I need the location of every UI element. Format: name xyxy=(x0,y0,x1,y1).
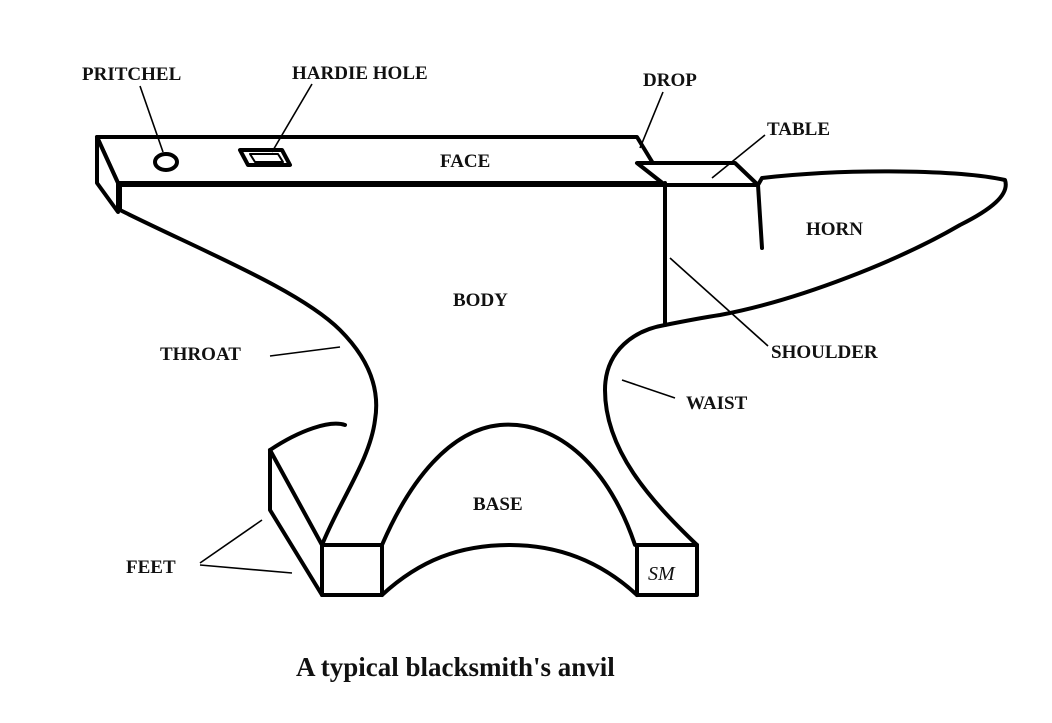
label-hardie-hole: HARDIE HOLE xyxy=(292,63,428,84)
anvil-face-front xyxy=(95,135,120,214)
label-table: TABLE xyxy=(767,119,830,140)
part-labels: PRITCHEL HARDIE HOLE DROP TABLE FACE HOR… xyxy=(82,63,878,585)
leader-lines xyxy=(139,83,769,574)
anvil-body-outline xyxy=(118,183,699,547)
label-face: FACE xyxy=(440,151,490,172)
label-waist: WAIST xyxy=(686,393,748,414)
leader-feet-lower xyxy=(199,564,293,574)
leader-table xyxy=(711,134,766,179)
diagram-caption: A typical blacksmith's anvil xyxy=(296,652,615,682)
anvil-left-foot-side xyxy=(268,448,324,597)
label-throat: THROAT xyxy=(160,344,241,365)
label-base: BASE xyxy=(473,494,523,515)
anvil-drawing xyxy=(95,135,1008,597)
leader-shoulder xyxy=(669,257,769,347)
leader-hardie-hole xyxy=(271,83,313,153)
leader-throat xyxy=(269,346,341,357)
anvil-horn xyxy=(663,169,1008,327)
leader-feet-upper xyxy=(199,519,263,564)
anvil-face-top xyxy=(95,135,667,185)
leader-waist xyxy=(621,379,676,399)
label-drop: DROP xyxy=(643,70,697,91)
leader-pritchel xyxy=(139,85,164,153)
label-horn: HORN xyxy=(806,219,863,240)
label-pritchel: PRITCHEL xyxy=(82,64,181,85)
label-body: BODY xyxy=(453,290,508,311)
label-shoulder: SHOULDER xyxy=(771,342,878,363)
maker-mark: SM xyxy=(648,563,676,585)
anvil-right-foot-front xyxy=(635,543,699,597)
pritchel-hole-icon xyxy=(153,152,179,172)
leader-drop xyxy=(639,91,664,149)
label-feet: FEET xyxy=(126,557,176,578)
anvil-left-foot-front xyxy=(320,543,384,597)
hardie-hole-icon xyxy=(238,148,292,167)
anvil-base-arch xyxy=(380,543,639,597)
